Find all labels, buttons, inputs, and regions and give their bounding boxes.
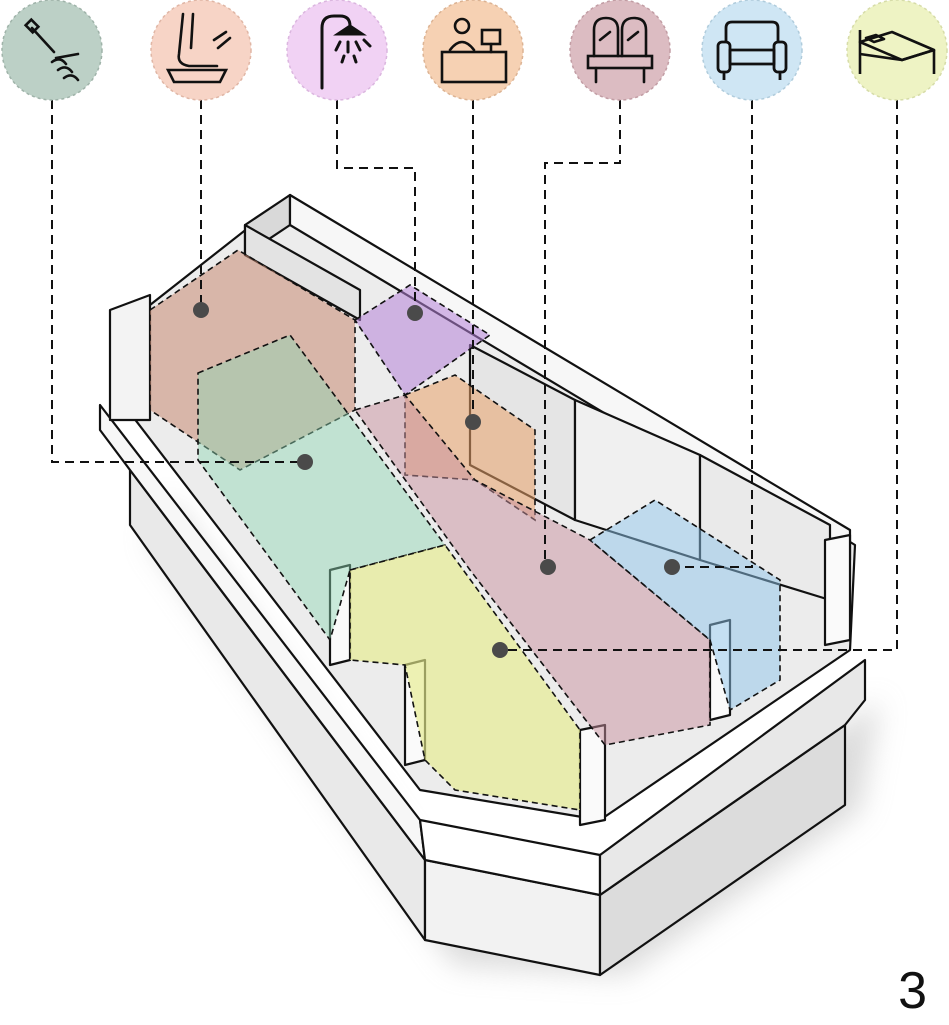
- manicure-tools-icon: [1, 0, 103, 101]
- marker-vanity: [540, 559, 556, 575]
- zone-markers: [193, 302, 680, 658]
- zone-lounge: [588, 499, 781, 712]
- corner-parapet-pier: [823, 533, 852, 647]
- leader-manicure: [51, 100, 305, 463]
- cornice-front: [98, 403, 427, 862]
- leader-shower: [336, 100, 416, 313]
- bed-icon: [846, 0, 948, 101]
- cornice-right: [598, 658, 867, 897]
- zone-icons: [1, 0, 948, 101]
- sofa-icon: [701, 0, 803, 101]
- marker-pedicure: [193, 302, 209, 318]
- zone-vanity: [353, 394, 711, 746]
- marker-shower: [407, 305, 423, 321]
- page-number: 3: [898, 962, 927, 1020]
- zone-manicure: [197, 334, 447, 642]
- marker-reception: [465, 414, 481, 430]
- leader-bedroom: [500, 100, 898, 651]
- marker-lounge: [664, 559, 680, 575]
- shower-icon: [286, 0, 388, 101]
- leader-lounge: [672, 100, 753, 568]
- zone-shower: [353, 284, 492, 397]
- leader-lines: [51, 100, 898, 651]
- marker-bedroom: [492, 642, 508, 658]
- leader-vanity: [544, 100, 621, 567]
- pedicure-foot-bath-icon: [150, 0, 252, 101]
- marker-manicure: [297, 454, 313, 470]
- vanity-mirror-icon: [569, 0, 671, 101]
- zone-bedroom: [349, 544, 581, 811]
- reception-desk-icon: [422, 0, 524, 101]
- left-parapet: [108, 293, 152, 422]
